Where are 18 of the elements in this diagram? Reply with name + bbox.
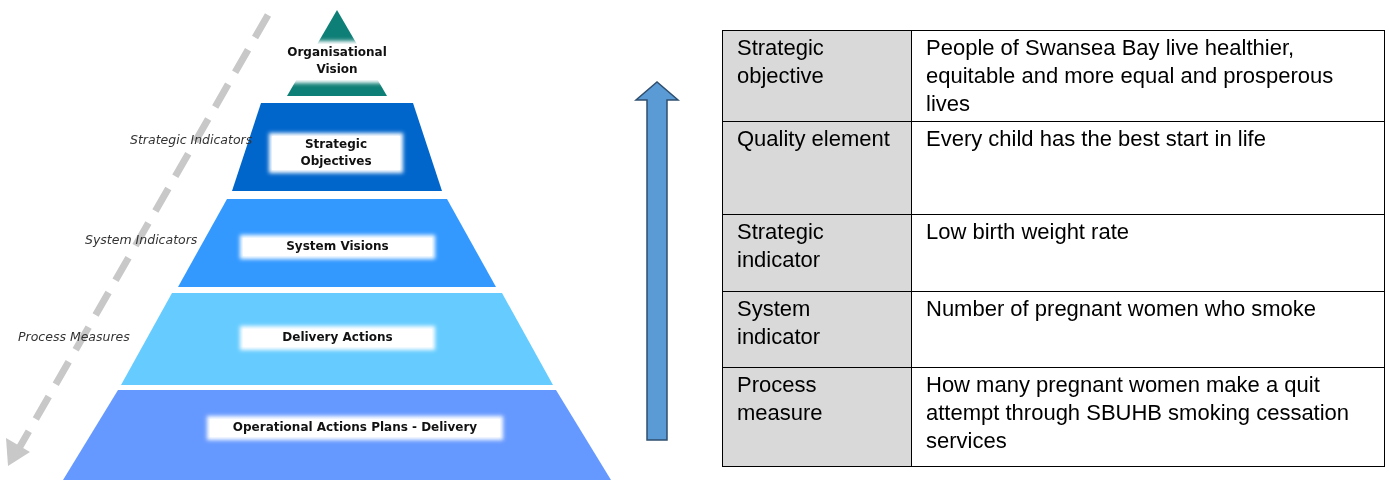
table-cell: Low birth weight rate [911, 214, 1385, 292]
layer-label: Operational Actions Plans - Delivery [210, 419, 500, 437]
pyramid-layer [63, 390, 611, 480]
table-cell: How many pregnant women make a quit attempt through SBUHB smoking cessation services [911, 367, 1385, 467]
table-cell: Quality element [722, 121, 912, 215]
table-cell: Strategic objective [722, 30, 912, 122]
layer-label: Organisational Vision [281, 44, 393, 80]
table-cell: People of Swansea Bay live healthier, equitable and more equal and prosperous lives [911, 30, 1385, 122]
layer-label: Delivery Actions [243, 329, 432, 347]
level-caption: Process Measures [18, 329, 130, 344]
table-cell: System indicator [722, 291, 912, 368]
table-cell: Every child has the best start in life [911, 121, 1385, 215]
layer-label: Strategic Objectives [272, 136, 400, 170]
table-cell: Process measure [722, 367, 912, 467]
table-cell: Number of pregnant women who smoke [911, 291, 1385, 368]
layer-label: System Visions [243, 238, 432, 256]
level-caption: System Indicators [85, 232, 198, 247]
table-cell: Strategic indicator [722, 214, 912, 292]
